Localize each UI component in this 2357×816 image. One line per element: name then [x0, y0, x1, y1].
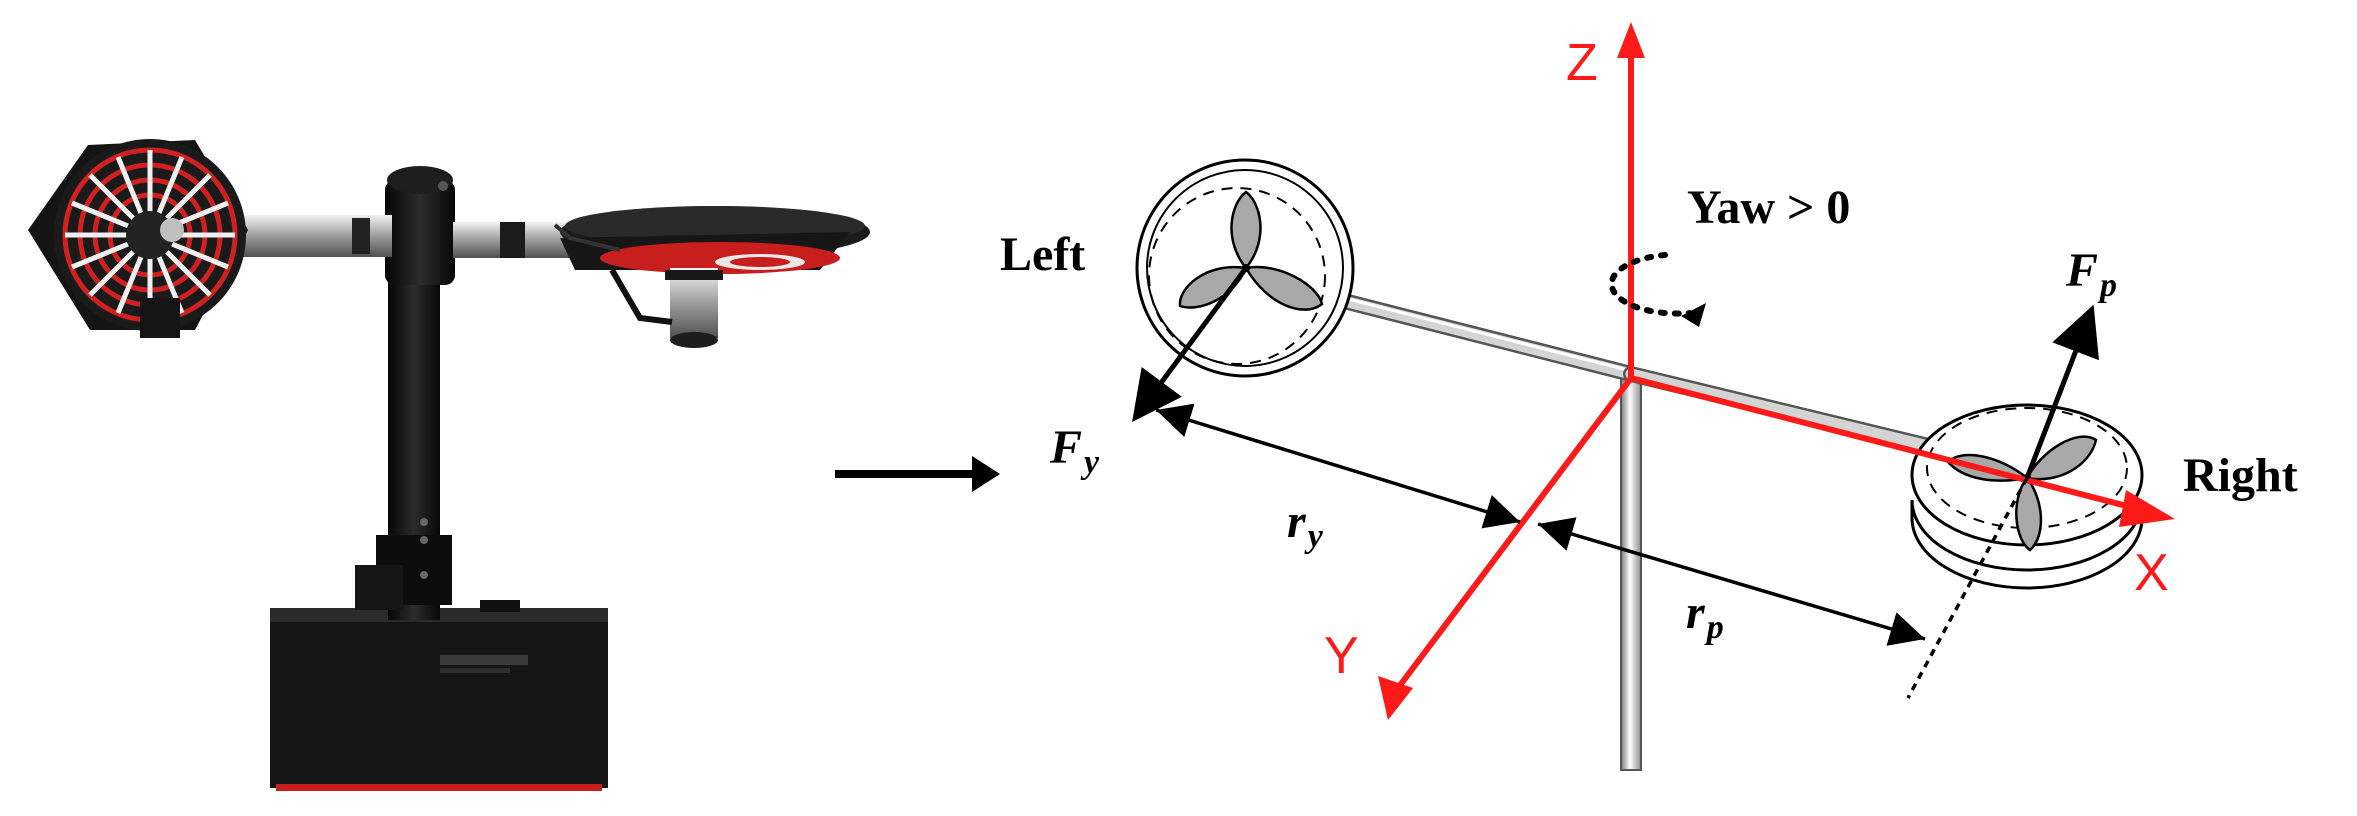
device-hub [385, 166, 455, 285]
axis-y [1378, 376, 1634, 720]
label-axis-z: Z [1566, 34, 1598, 92]
force-y-arrow [1132, 266, 1249, 423]
device-photo [28, 139, 870, 791]
device-arm [185, 215, 573, 258]
rotor-right [1910, 403, 2144, 590]
label-right: Right [2183, 449, 2298, 502]
label-left: Left [1000, 228, 1085, 281]
label-distance-ry: ry [1287, 495, 1324, 555]
axis-z [1617, 22, 1645, 378]
device-column [355, 200, 520, 620]
device-fan-right [553, 206, 870, 274]
label-distance-rp: rp [1686, 586, 1724, 646]
axis-x [1630, 375, 2175, 527]
label-force-p: Fp [2065, 244, 2117, 304]
label-force-y: Fy [1049, 421, 1100, 481]
rotor-right-axis-dashed [1906, 477, 2029, 699]
label-axis-y: Y [1324, 627, 1359, 685]
rotor-left-blades [1178, 190, 1324, 311]
yaw-rotation-indicator [1608, 252, 1706, 327]
arm-right-segment [1623, 366, 1953, 458]
dimension-ry-arrow [1155, 403, 1521, 529]
force-p-arrow [2024, 304, 2099, 479]
device-fan-left [28, 139, 248, 338]
label-yaw: Yaw > 0 [1687, 181, 1850, 234]
dimension-rp-arrow [1537, 517, 1926, 646]
device-base [270, 608, 608, 791]
transition-arrow [835, 456, 1000, 492]
schematic: Left Right Yaw > 0 Z X Y Fy Fp ry rp [1000, 22, 2298, 771]
support-post [1620, 377, 1642, 771]
label-axis-x: X [2134, 544, 2169, 602]
device-motor [609, 268, 723, 348]
arm-left-segment [1332, 292, 1639, 382]
